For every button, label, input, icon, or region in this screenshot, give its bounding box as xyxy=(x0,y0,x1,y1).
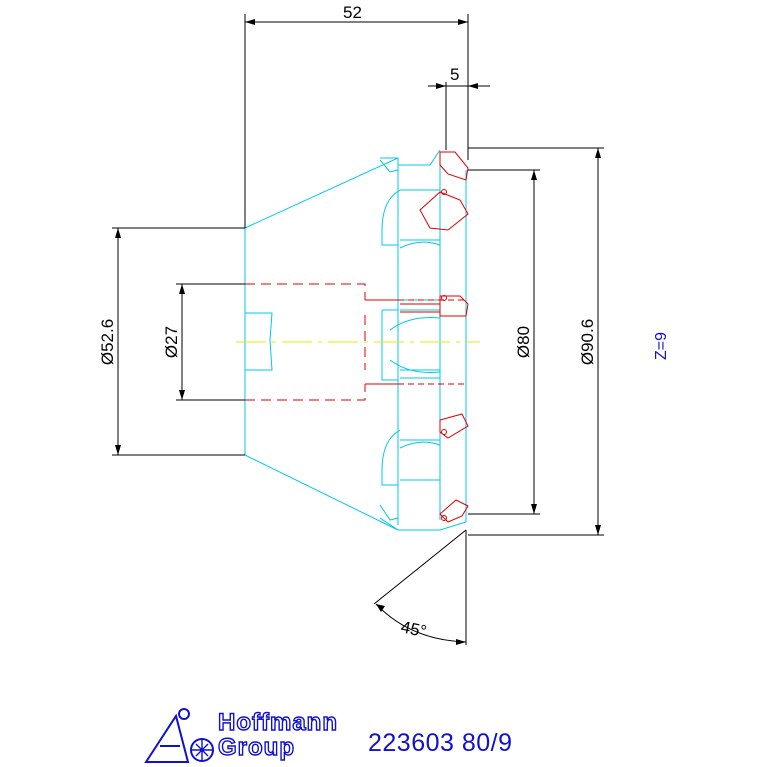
hoffmann-logo-icon xyxy=(144,708,214,763)
dim-pitch-diameter: Ø80 xyxy=(514,326,533,358)
part-number: 223603 80/9 xyxy=(368,729,513,757)
insert-middle xyxy=(439,295,469,317)
insert-top xyxy=(439,151,469,181)
hidden-geometry xyxy=(245,151,469,523)
brand-name: Hoffmann Group xyxy=(217,709,338,761)
dim-inner-diameter: Ø52.6 xyxy=(98,319,117,365)
insert-lower xyxy=(439,413,469,439)
insert-upper xyxy=(419,191,469,231)
dim-outer-diameter: Ø90.6 xyxy=(578,319,597,365)
arrowheads xyxy=(115,19,601,645)
dim-overall-length: 52 xyxy=(343,3,362,22)
dim-angle: 45° xyxy=(399,617,428,641)
dimension-lines xyxy=(112,14,604,645)
dim-bore-diameter: Ø27 xyxy=(162,326,181,358)
brand-line-2: Group xyxy=(217,734,295,761)
insert-bottom xyxy=(439,499,469,523)
brand-line-1: Hoffmann xyxy=(217,709,338,736)
cutter-outline xyxy=(244,149,467,531)
tooth-count: Z=9 xyxy=(653,332,670,360)
dim-tooth-offset: 5 xyxy=(450,65,459,84)
